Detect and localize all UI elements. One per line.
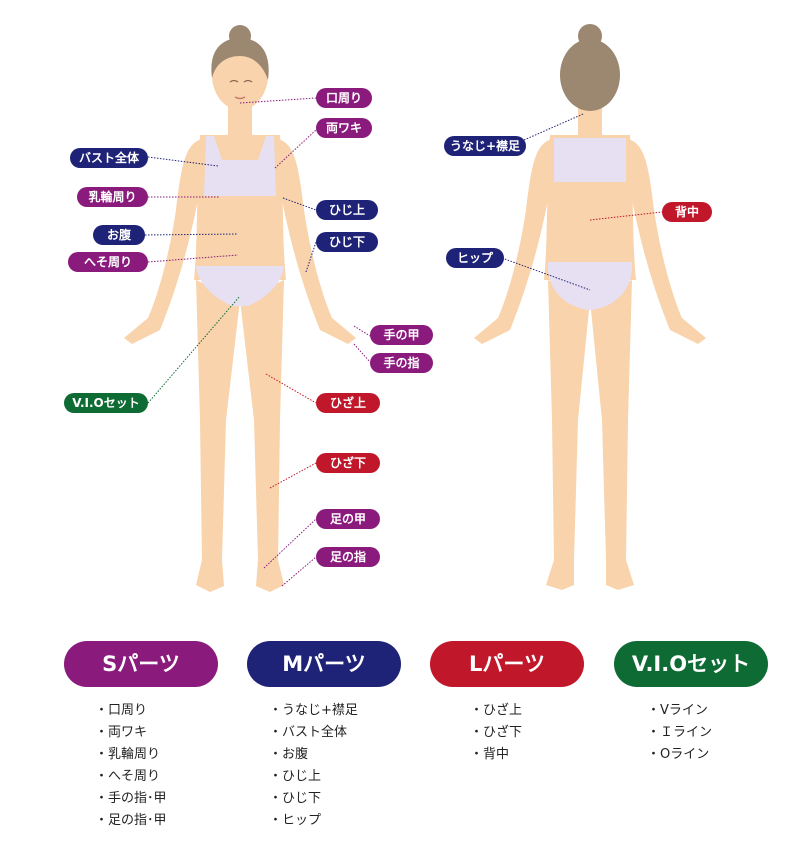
front-figure [124, 25, 356, 592]
l-parts-list: ・ひざ上 ・ひざ下 ・背中 [470, 700, 522, 766]
label-foot-back: 足の甲 [316, 509, 380, 529]
label-nape: うなじ+襟足 [444, 136, 526, 156]
label-back: 背中 [662, 202, 712, 222]
category-s-parts: Sパーツ [64, 641, 218, 687]
label-bust: バスト全体 [70, 148, 148, 168]
list-item: ・ひざ下 [470, 725, 523, 740]
list-item: ・バスト全体 [269, 725, 348, 740]
label-underarms: 両ワキ [316, 118, 372, 138]
label-knee-down: ひざ下 [316, 453, 380, 473]
list-item: ・ヒップ [269, 813, 322, 828]
category-l-parts: Lパーツ [430, 641, 584, 687]
label-belly: お腹 [93, 225, 145, 245]
label-mouth: 口周り [316, 88, 372, 108]
list-item: ・口周り [95, 703, 148, 718]
list-item: ・両ワキ [95, 725, 148, 740]
category-m-parts: Mパーツ [247, 641, 401, 687]
list-item: ・うなじ+襟足 [269, 703, 358, 718]
label-navel: へそ周り [68, 252, 148, 272]
label-hip: ヒップ [446, 248, 504, 268]
list-item: ・手の指･甲 [95, 791, 167, 806]
label-elbow-up: ひじ上 [316, 200, 378, 220]
list-item: ・Ｉライン [647, 725, 713, 740]
list-item: ・ひじ下 [269, 791, 322, 806]
label-elbow-down: ひじ下 [316, 232, 378, 252]
list-item: ・Vライン [647, 703, 708, 718]
body-figures [124, 24, 706, 592]
label-knee-up: ひざ上 [316, 393, 380, 413]
vio-set-list: ・Vライン ・Ｉライン ・Oライン [647, 700, 712, 766]
label-hand-back: 手の甲 [370, 325, 433, 345]
list-item: ・へそ周り [95, 769, 161, 784]
list-item: ・ひじ上 [269, 769, 322, 784]
leader-lines [144, 97, 663, 587]
label-areola: 乳輪周り [77, 187, 148, 207]
label-vio: V.I.Oセット [64, 393, 148, 413]
back-figure [474, 24, 706, 590]
list-item: ・お腹 [269, 747, 309, 762]
label-toes: 足の指 [316, 547, 380, 567]
m-parts-list: ・うなじ+襟足 ・バスト全体 ・お腹 ・ひじ上 ・ひじ下 ・ヒップ [269, 700, 358, 832]
list-item: ・ひざ上 [470, 703, 523, 718]
category-vio-set: V.I.Oセット [614, 641, 768, 687]
list-item: ・足の指･甲 [95, 813, 167, 828]
s-parts-list: ・口周り ・両ワキ ・乳輪周り ・へそ周り ・手の指･甲 ・足の指･甲 [95, 700, 167, 832]
list-item: ・背中 [470, 747, 510, 762]
list-item: ・Oライン [647, 747, 710, 762]
list-item: ・乳輪周り [95, 747, 161, 762]
label-fingers: 手の指 [370, 353, 433, 373]
